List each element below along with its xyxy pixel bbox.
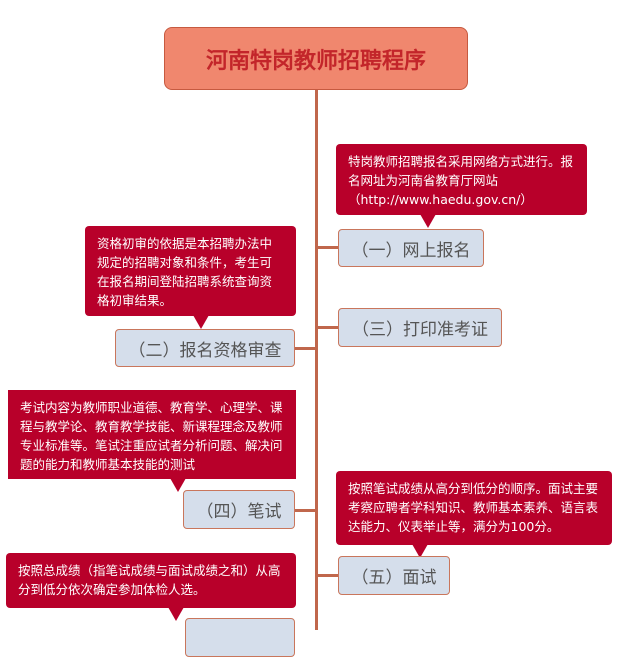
step-1-node[interactable]: （一）网上报名 (338, 229, 484, 267)
note-step-4: 考试内容为教师职业道德、教育学、心理学、课程与教学论、教育教学技能、新课程理念及… (8, 390, 296, 479)
diagram-title: 河南特岗教师招聘程序 (164, 27, 468, 90)
connector (318, 246, 338, 249)
step-2-node[interactable]: （二）报名资格审查 (115, 329, 295, 367)
note-step-1: 特岗教师招聘报名采用网络方式进行。报名网址为河南省教育厅网站（http://ww… (336, 144, 587, 215)
note-tail (420, 214, 436, 228)
note-tail (170, 478, 186, 492)
step-6-node[interactable] (185, 618, 295, 657)
step-3-node[interactable]: （三）打印准考证 (338, 308, 502, 347)
note-tail (193, 315, 209, 329)
connector (318, 574, 338, 577)
timeline-spine (315, 90, 318, 630)
note-tail (168, 607, 184, 621)
connector (318, 326, 338, 329)
step-5-node[interactable]: （五）面试 (338, 556, 450, 595)
note-tail (412, 544, 428, 558)
connector (295, 347, 315, 350)
connector (295, 509, 315, 512)
note-step-2: 资格初审的依据是本招聘办法中规定的招聘对象和条件，考生可在报名期间登陆招聘系统查… (85, 226, 296, 316)
step-4-node[interactable]: （四）笔试 (183, 490, 295, 529)
note-step-6: 按照总成绩（指笔试成绩与面试成绩之和）从高分到低分依次确定参加体检人选。 (6, 553, 296, 608)
note-step-5: 按照笔试成绩从高分到低分的顺序。面试主要考察应聘者学科知识、教师基本素养、语言表… (336, 471, 612, 545)
